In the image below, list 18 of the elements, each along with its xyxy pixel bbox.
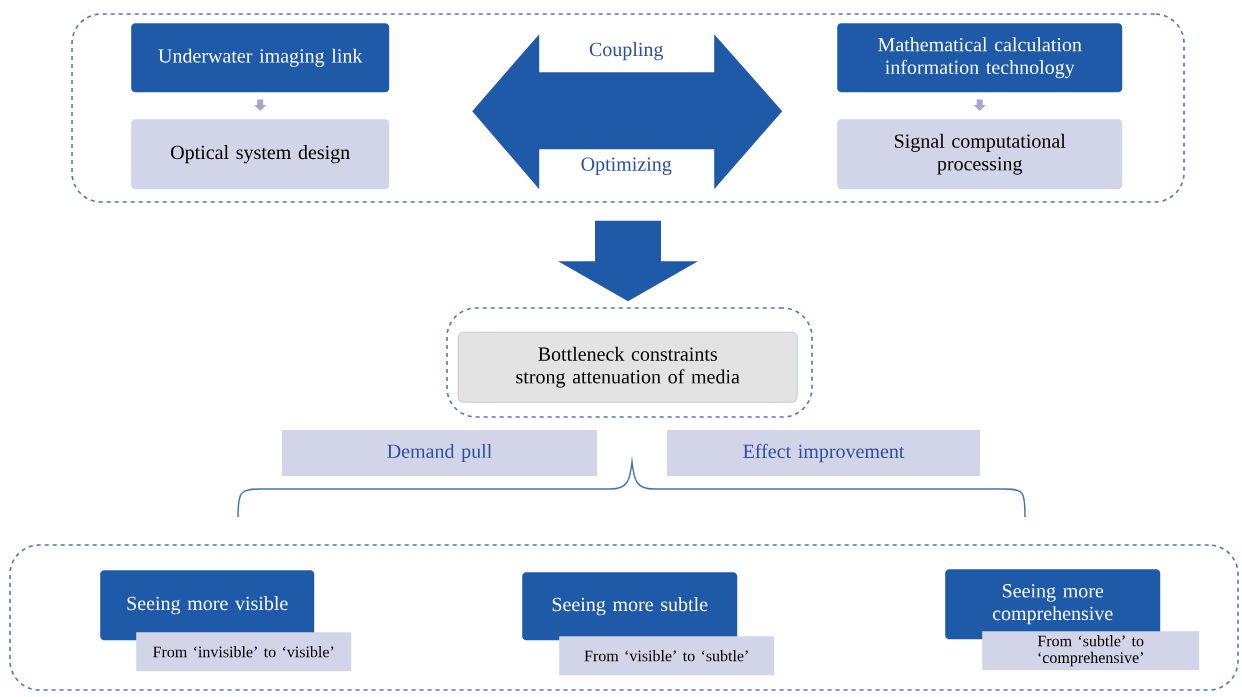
- arrow-label: Optimizing: [581, 157, 672, 175]
- caption-box: From ‘subtle’ to ‘comprehensive’: [982, 631, 1200, 671]
- constraint-box: Bottleneck constraints strong attenuation of media: [457, 331, 798, 403]
- heading-box: Seeing more visible: [100, 570, 315, 641]
- arrow-label: Coupling: [589, 42, 664, 61]
- dashed-frame: [446, 307, 813, 418]
- heading-box: Seeing more subtle: [522, 572, 738, 641]
- heading-box: Underwater imaging link: [131, 23, 390, 93]
- dashed-frame: [71, 13, 1185, 203]
- process-box: Optical system design: [131, 119, 390, 190]
- heading-box: Mathematical calculation information technology: [837, 23, 1123, 93]
- caption-box: From ‘invisible’ to ‘visible’: [136, 632, 352, 672]
- dashed-frame: [9, 544, 1239, 691]
- label-band: Effect improvement: [667, 430, 980, 476]
- block-arrow: [558, 220, 698, 302]
- label-band: Demand pull: [282, 430, 597, 476]
- caption-box: From ‘visible’ to ‘subtle’: [559, 636, 775, 676]
- process-box: Signal computational processing: [837, 119, 1123, 190]
